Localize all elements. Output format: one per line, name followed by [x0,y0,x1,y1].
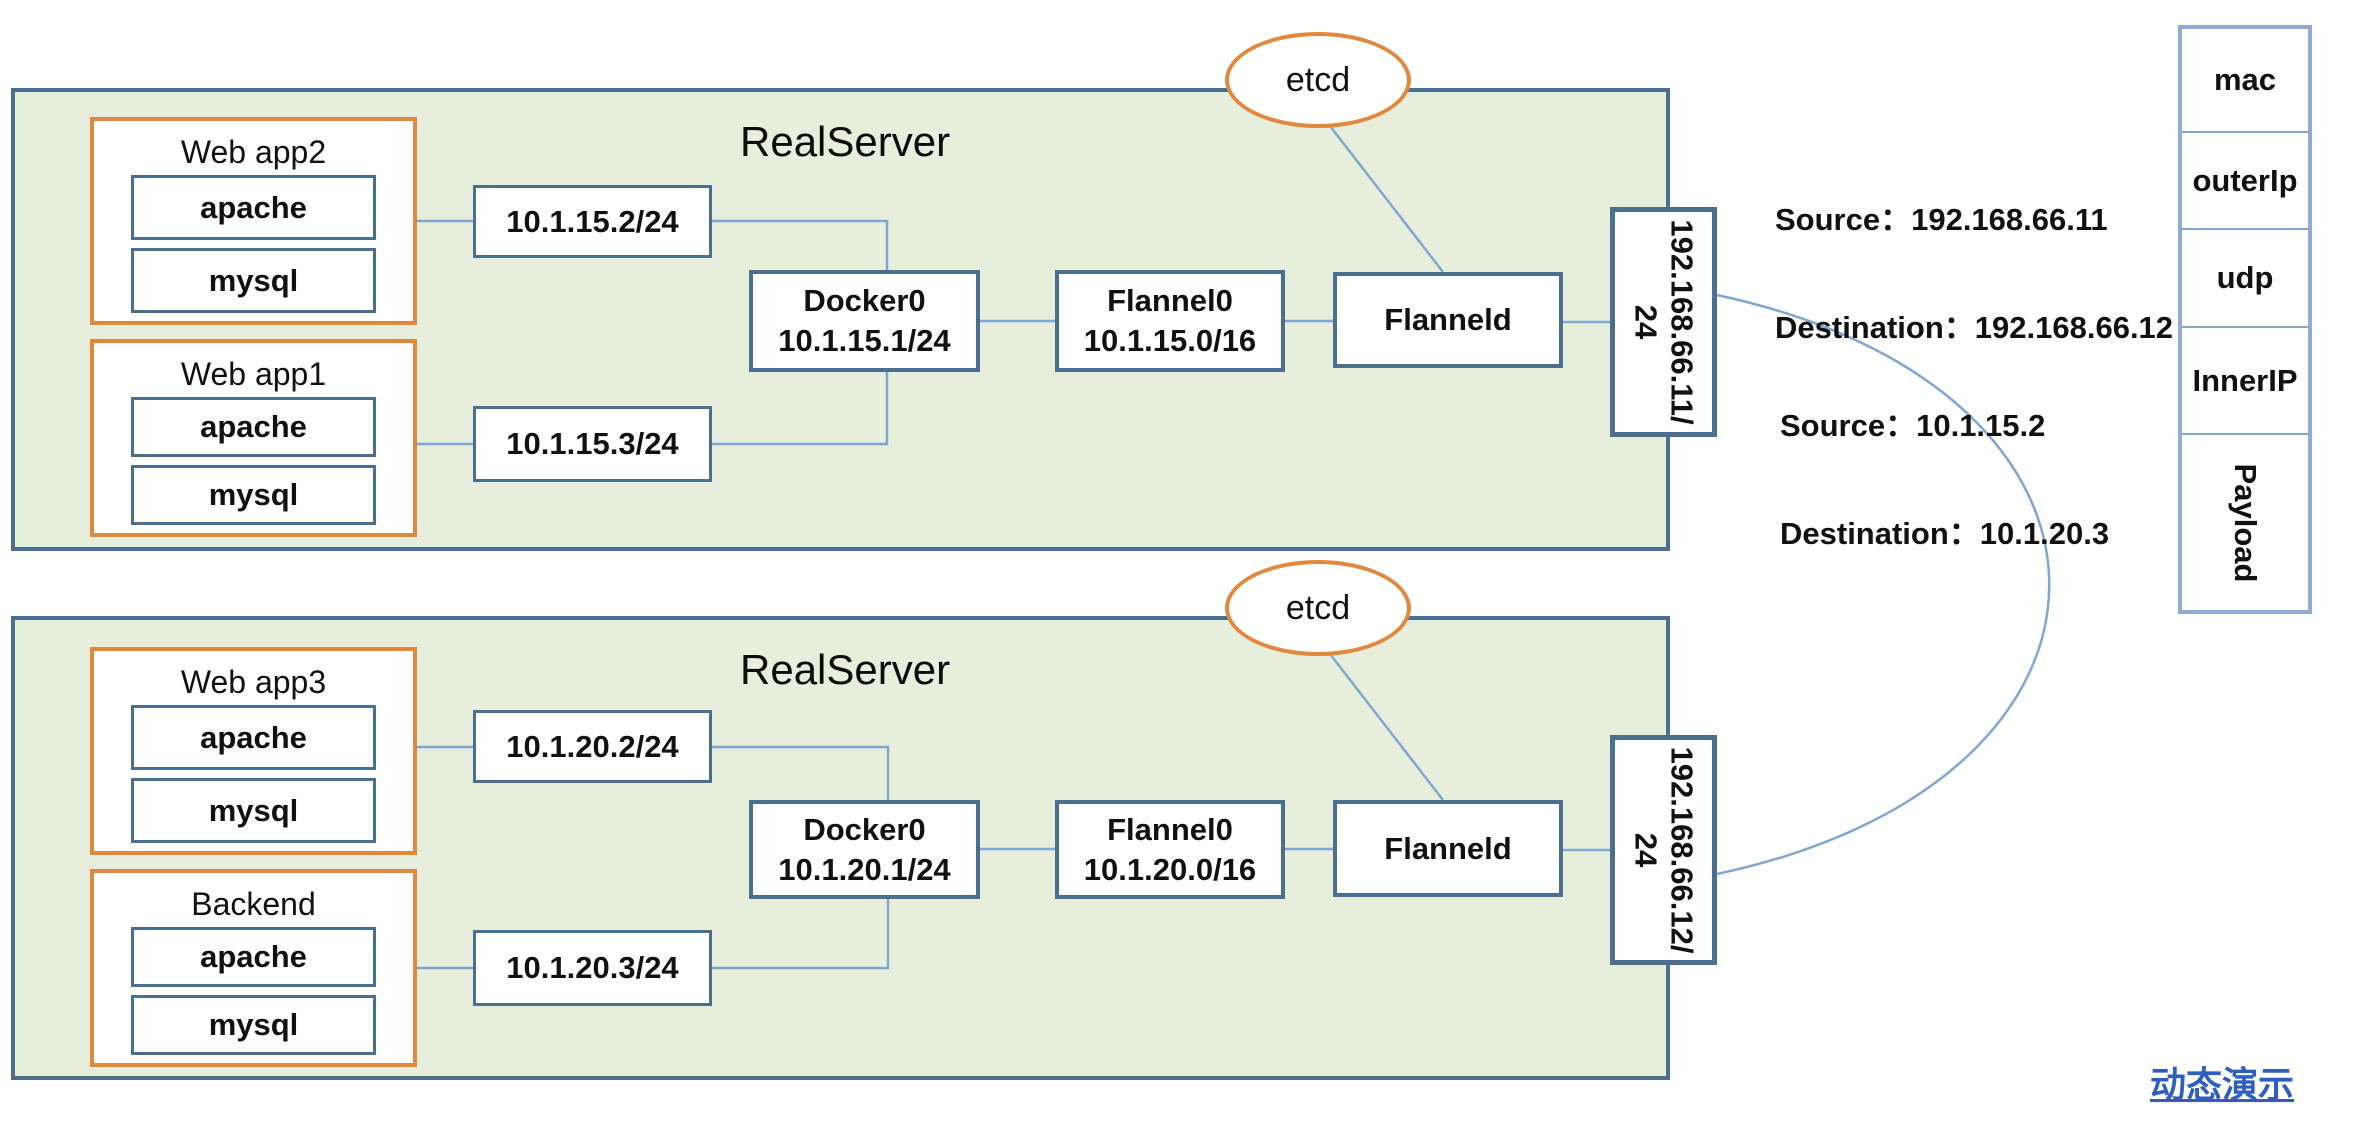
backend-title: Backend [191,886,316,922]
host-ip-line1: 192.168.66.12/ [1664,746,1700,954]
apache-container: apache [131,397,376,457]
packet-cell-payload: Payload [2182,433,2308,610]
host-ip-line2: 24 [1628,304,1664,340]
mysql-container: mysql [131,995,376,1055]
payload-label: Payload [2227,463,2263,582]
inner-destination: Destination：10.1.20.3 [1780,516,2110,551]
docker0-name: Docker0 [803,283,926,319]
flannel0-name: Flannel0 [1107,283,1233,319]
docker0-node-2: Docker0 10.1.20.1/24 [749,800,980,899]
web-app2-title: Web app2 [180,134,327,170]
host-ip-192-168-66-11: 192.168.66.11/ 24 [1610,207,1717,437]
packet-cell-udp: udp [2182,228,2308,326]
web-app3-box: Web app3 apache mysql [90,647,417,855]
docker0-ip: 10.1.15.1/24 [778,323,951,358]
flanneld-node-1: Flanneld [1333,272,1563,368]
realserver-label-2: RealServer [740,646,951,693]
etcd-node-2: etcd [1225,560,1411,656]
flannel0-ip: 10.1.15.0/16 [1083,323,1257,358]
mysql-container: mysql [131,248,376,313]
packet-cell-innerip: InnerIP [2182,326,2308,433]
web-app2-box: Web app2 apache mysql [90,117,417,325]
flanneld-node-2: Flanneld [1333,800,1563,897]
apache-container: apache [131,927,376,987]
flannel0-node-2: Flannel0 10.1.20.0/16 [1055,800,1285,899]
docker0-node-1: Docker0 10.1.15.1/24 [749,270,980,372]
apache-container: apache [131,175,376,240]
host-ip-line2: 24 [1628,832,1664,868]
web-app1-box: Web app1 apache mysql [90,339,417,537]
mysql-container: mysql [131,778,376,843]
backend-box: Backend apache mysql [90,869,417,1067]
packet-cell-outerip: outerIp [2182,131,2308,228]
veth-ip-10-1-20-3: 10.1.20.3/24 [473,930,712,1006]
etcd-node-1: etcd [1225,32,1411,128]
host-ip-line1: 192.168.66.11/ [1664,219,1700,425]
packet-cell-mac: mac [2213,62,2277,97]
veth-ip-10-1-15-2: 10.1.15.2/24 [473,185,712,258]
inner-source: Source：10.1.15.2 [1780,408,2046,443]
web-app3-title: Web app3 [180,664,327,700]
veth-ip-10-1-15-3: 10.1.15.3/24 [473,406,712,482]
flannel0-name: Flannel0 [1107,811,1233,847]
docker0-name: Docker0 [803,811,926,847]
realserver-label-1: RealServer [740,118,951,165]
packet-structure-stack: mac outerIp udp InnerIP Payload [2178,25,2312,614]
outer-destination: Destination：192.168.66.12 [1775,310,2174,345]
inner-packet-annotation: Source：10.1.15.2 Destination：10.1.20.3 [1780,336,2109,624]
outer-source: Source：192.168.66.11 [1775,202,2108,237]
mysql-container: mysql [131,465,376,525]
flannel0-ip: 10.1.20.0/16 [1083,851,1257,887]
tunnel-curve [1716,293,2051,876]
docker0-ip: 10.1.20.1/24 [778,851,951,887]
flannel0-node-1: Flannel0 10.1.15.0/16 [1055,270,1285,372]
outer-packet-annotation: Source：192.168.66.11 Destination：192.168… [1775,130,2173,418]
veth-ip-10-1-20-2: 10.1.20.2/24 [473,710,712,783]
dynamic-demo-link[interactable]: 动态演示 [2150,1064,2295,1105]
apache-container: apache [131,705,376,770]
host-ip-192-168-66-12: 192.168.66.12/ 24 [1610,735,1717,965]
web-app1-title: Web app1 [180,356,327,392]
